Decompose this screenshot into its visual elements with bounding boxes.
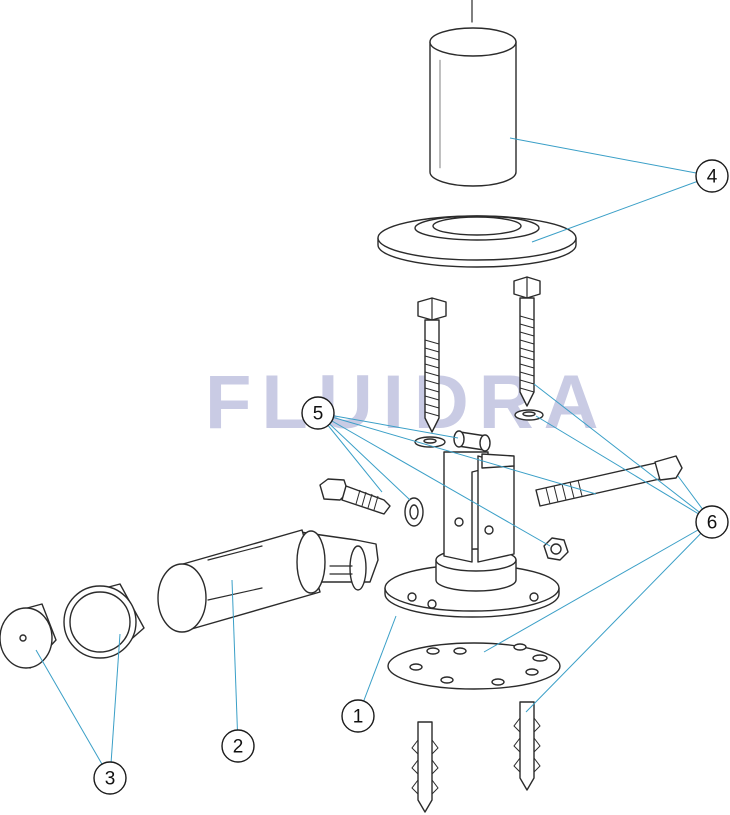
end-ring-part (63, 583, 145, 659)
callout-circle-4 (695, 159, 729, 193)
gasket-disc-part (387, 642, 561, 690)
callout-labels: 1 2 3 4 5 6 (93, 159, 729, 795)
leader-line-6-5 (525, 521, 713, 713)
leader-line-6-2 (535, 415, 713, 523)
leader-line-5-2 (317, 412, 597, 495)
leader-line-3-2 (109, 633, 121, 779)
leader-line-6-1 (533, 383, 713, 523)
callout-number-5: 5 (313, 404, 324, 425)
hex-bolt-part (319, 478, 391, 515)
callout-circle-5 (301, 396, 335, 430)
leader-line-1-1 (357, 615, 397, 717)
callout-1: 1 (341, 699, 375, 733)
callout-circle-3 (93, 761, 127, 795)
leader-line-3-1 (35, 649, 111, 779)
wall-anchor-left (411, 721, 439, 813)
washer-part (404, 497, 424, 527)
leader-line-5-3 (317, 412, 383, 493)
hex-nut-part (543, 537, 569, 561)
callout-number-6: 6 (707, 513, 718, 534)
callout-4: 4 (695, 159, 729, 193)
spacer-part (453, 430, 491, 452)
callout-5: 5 (301, 396, 335, 430)
callout-number-2: 2 (233, 737, 244, 758)
watermark-text: FLUIDRA (205, 360, 609, 445)
leader-line-5-1 (317, 412, 459, 439)
base-flange-bracket-part (384, 451, 560, 618)
callout-number-4: 4 (707, 167, 718, 188)
leader-line-4-1 (509, 137, 713, 177)
wall-anchor-right (513, 701, 541, 791)
washer-small-left (414, 436, 446, 448)
callout-2: 2 (221, 729, 255, 763)
end-cap-part (0, 603, 57, 669)
leader-line-5-5 (317, 412, 551, 547)
callout-number-1: 1 (353, 707, 364, 728)
threaded-rod-part (535, 455, 683, 507)
callout-circle-6 (695, 505, 729, 539)
callout-3: 3 (93, 761, 127, 795)
leader-line-6-4 (483, 521, 713, 653)
split-sleeve-part (157, 529, 326, 633)
callout-6: 6 (695, 505, 729, 539)
lag-screw-left (417, 297, 447, 433)
leader-line-4-2 (531, 175, 713, 243)
callout-circle-2 (221, 729, 255, 763)
washer-small-right (514, 409, 544, 421)
callout-circle-1 (341, 699, 375, 733)
leader-line-2-1 (231, 579, 239, 747)
lag-screw-right (513, 276, 541, 407)
callout-number-3: 3 (105, 769, 116, 790)
leader-lines (35, 137, 713, 779)
cover-rosette-part (377, 215, 577, 268)
tube-part (429, 0, 517, 187)
leader-line-5-4 (317, 412, 411, 501)
